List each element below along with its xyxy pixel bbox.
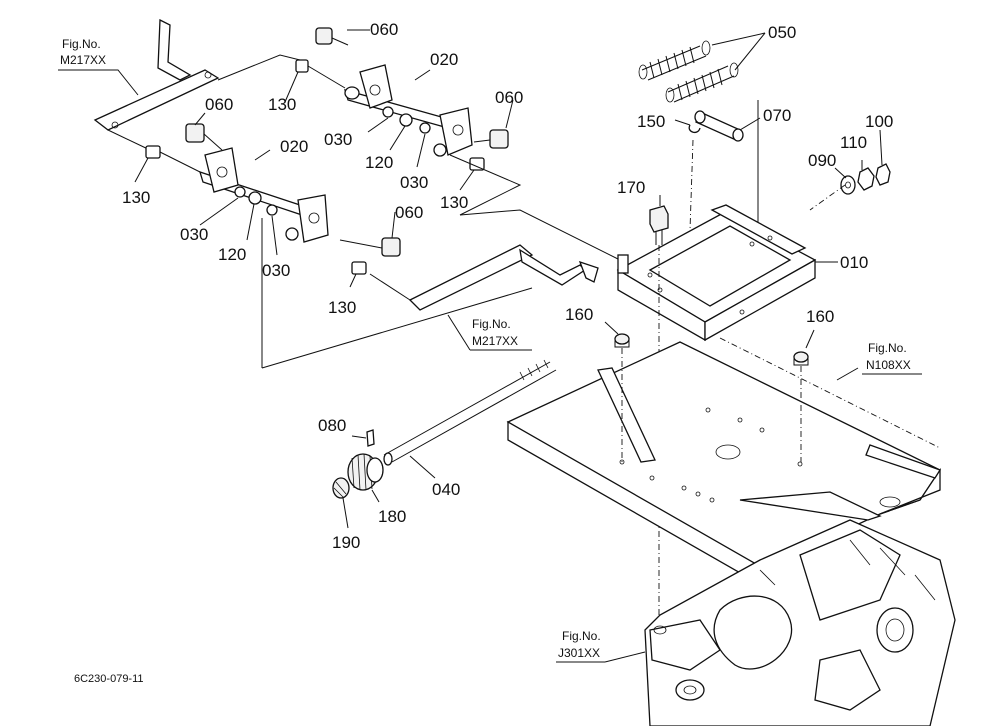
svg-text:M217XX: M217XX <box>472 334 518 348</box>
label-130-upper: 130 <box>268 95 296 114</box>
springs-050 <box>638 40 739 103</box>
label-060-right-lower: 060 <box>395 203 423 222</box>
bolt-170 <box>649 205 669 245</box>
label-100: 100 <box>865 112 893 131</box>
label-190: 190 <box>332 533 360 552</box>
transmission-housing <box>644 519 956 726</box>
label-010: 010 <box>840 253 868 272</box>
label-170: 170 <box>617 178 645 197</box>
cap-160-right <box>793 351 809 366</box>
label-130-right: 130 <box>440 193 468 212</box>
label-060-left: 060 <box>205 95 233 114</box>
bolt-060-right-lower <box>339 237 401 257</box>
label-050: 050 <box>768 23 796 42</box>
lower-linkage-020 <box>199 147 329 243</box>
svg-text:Fig.No.: Fig.No. <box>472 317 511 331</box>
svg-text:Fig.No.: Fig.No. <box>868 341 907 355</box>
reference-m217-mid: Fig.No. M217XX <box>447 314 532 351</box>
label-060-top: 060 <box>370 20 398 39</box>
collar-130-left <box>145 145 201 173</box>
label-120-upper: 120 <box>365 153 393 172</box>
label-130-left: 130 <box>122 188 150 207</box>
svg-text:Fig.No.: Fig.No. <box>562 629 601 643</box>
label-120-lower: 120 <box>218 245 246 264</box>
label-160-left: 160 <box>565 305 593 324</box>
pin-070 <box>694 110 744 142</box>
label-080: 080 <box>318 416 346 435</box>
label-090: 090 <box>808 151 836 170</box>
washers-upper <box>382 106 447 157</box>
reference-n108: Fig.No. N108XX <box>862 341 922 375</box>
cap-160-left <box>614 333 630 348</box>
main-frame <box>506 341 941 592</box>
support-frame-010 <box>616 204 817 342</box>
label-020-lower: 020 <box>280 137 308 156</box>
bolt-060-top <box>315 27 349 46</box>
label-060-right-upper: 060 <box>495 88 523 107</box>
cap-190 <box>332 477 350 499</box>
part-labels: 050 060 020 060 060 130 020 030 120 030 … <box>122 20 893 552</box>
reference-j301: Fig.No. J301XX <box>556 629 605 663</box>
collar-130-upper <box>295 59 346 89</box>
label-070: 070 <box>763 106 791 125</box>
rod-040 <box>383 359 557 466</box>
reference-m217-top: Fig.No. M217XX <box>58 37 139 96</box>
washer-nuts <box>840 163 891 195</box>
upper-bracket <box>93 18 220 131</box>
label-130-lower: 130 <box>328 298 356 317</box>
svg-text:Fig.No.: Fig.No. <box>62 37 101 51</box>
knob-180 <box>347 453 384 491</box>
label-030-lower-left: 030 <box>180 225 208 244</box>
upper-linkage-020 <box>344 64 473 156</box>
bolt-060-right-upper <box>473 129 509 149</box>
label-040: 040 <box>432 480 460 499</box>
svg-text:N108XX: N108XX <box>866 358 911 372</box>
label-030-upper-left: 030 <box>324 130 352 149</box>
label-030-lower-right: 030 <box>262 261 290 280</box>
label-030-upper-right: 030 <box>400 173 428 192</box>
label-020-upper: 020 <box>430 50 458 69</box>
washers-lower <box>234 186 299 241</box>
figure-code: 6C230-079-11 <box>74 673 144 685</box>
label-110: 110 <box>840 133 867 152</box>
label-160-right: 160 <box>806 307 834 326</box>
lower-bracket <box>408 244 599 311</box>
label-150: 150 <box>637 112 665 131</box>
svg-text:J301XX: J301XX <box>558 646 600 660</box>
bolt-060-left <box>185 123 223 151</box>
label-180: 180 <box>378 507 406 526</box>
svg-text:M217XX: M217XX <box>60 53 106 67</box>
